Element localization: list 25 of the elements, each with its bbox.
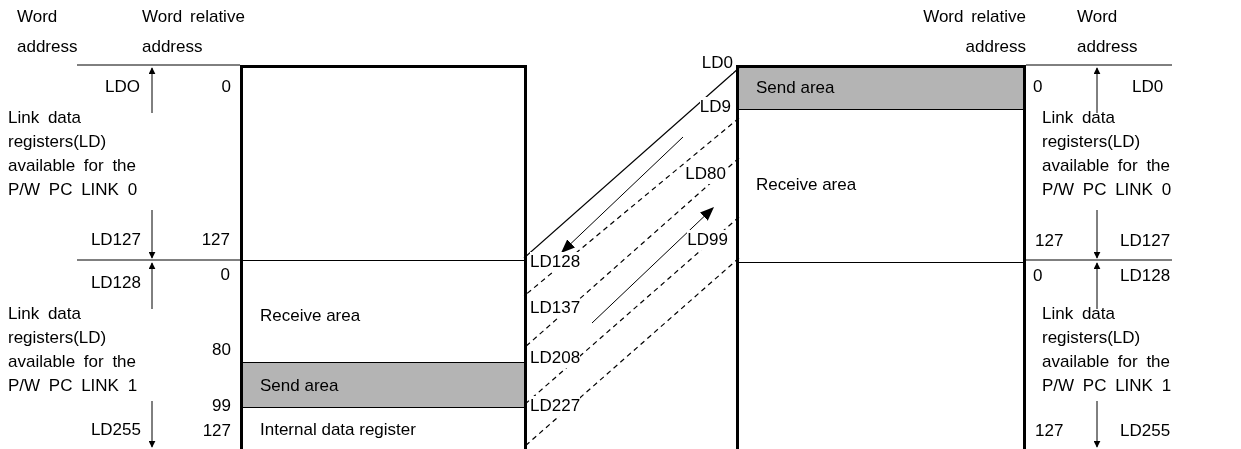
register-description: Link data registers(LD) available for the P/W PC LINK 1 — [8, 303, 139, 397]
send-area-block — [243, 362, 524, 408]
address-label: LD208 — [530, 348, 581, 368]
address-label: LD227 — [530, 396, 581, 416]
area-label: Send area — [260, 376, 339, 396]
area-label: Receive area — [756, 175, 857, 195]
address-label: LD80 — [685, 164, 726, 184]
register-description: Link data registers(LD) available for the P/W PC LINK 0 — [8, 107, 139, 201]
column-header: Word address — [1077, 6, 1139, 58]
register-description: Link data registers(LD) available for the P/W PC LINK 0 — [1042, 107, 1173, 201]
area-label: Receive area — [260, 306, 361, 326]
address-label: LD0 — [701, 53, 733, 73]
register-description: Link data registers(LD) available for the P/W PC LINK 1 — [1042, 303, 1173, 397]
mapping-line — [523, 67, 740, 259]
column-header: Word relative address — [142, 6, 246, 58]
address-label: LD128 — [530, 252, 581, 272]
memory-map-box — [736, 65, 1026, 449]
area-label: Send area — [756, 78, 835, 98]
column-header: Word relative address — [922, 6, 1026, 58]
address-label: LD99 — [687, 230, 728, 250]
send-area-block — [739, 68, 1023, 110]
area-label: Internal data register — [260, 420, 416, 440]
memory-map-box — [240, 65, 527, 449]
column-header: Word address — [17, 6, 79, 58]
address-label: LD137 — [530, 298, 581, 318]
